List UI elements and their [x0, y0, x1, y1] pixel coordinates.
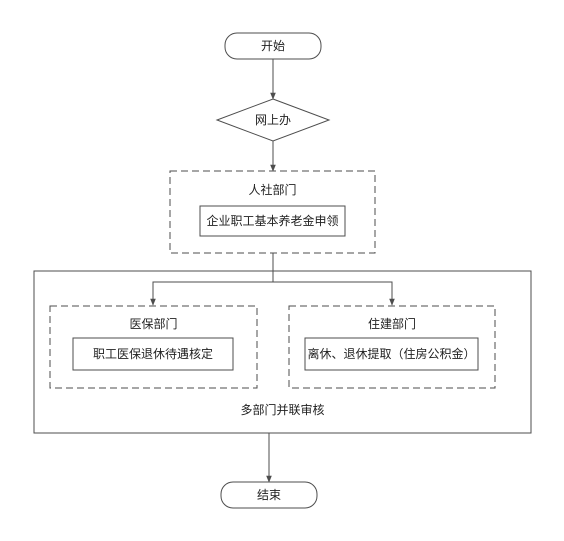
joint-review-container: [33, 270, 532, 434]
end-node: [220, 481, 318, 509]
medical-dept-group: [49, 305, 258, 389]
hr-task-label: 企业职工基本养老金申领: [206, 214, 339, 228]
hr-dept-title: 人社部门: [248, 183, 297, 197]
decision-label: 网上办: [254, 113, 291, 127]
medical-dept-title: 医保部门: [129, 317, 178, 331]
connector-branch-housing: [273, 281, 395, 306]
joint-review-label: 多部门并联审核: [240, 403, 325, 417]
housing-task-label: 离休、退休提取（住房公积金）: [307, 347, 476, 361]
housing-task-box: [304, 337, 479, 371]
start-label: 开始: [260, 39, 285, 53]
hr-task-box: [199, 205, 346, 237]
end-label: 结束: [256, 488, 281, 502]
medical-task-box: [72, 337, 234, 371]
housing-dept-title: 住建部门: [367, 317, 416, 331]
connector-branch-medical: [150, 281, 273, 306]
housing-dept-group: [288, 305, 496, 389]
medical-task-label: 职工医保退休待遇核定: [92, 347, 213, 361]
